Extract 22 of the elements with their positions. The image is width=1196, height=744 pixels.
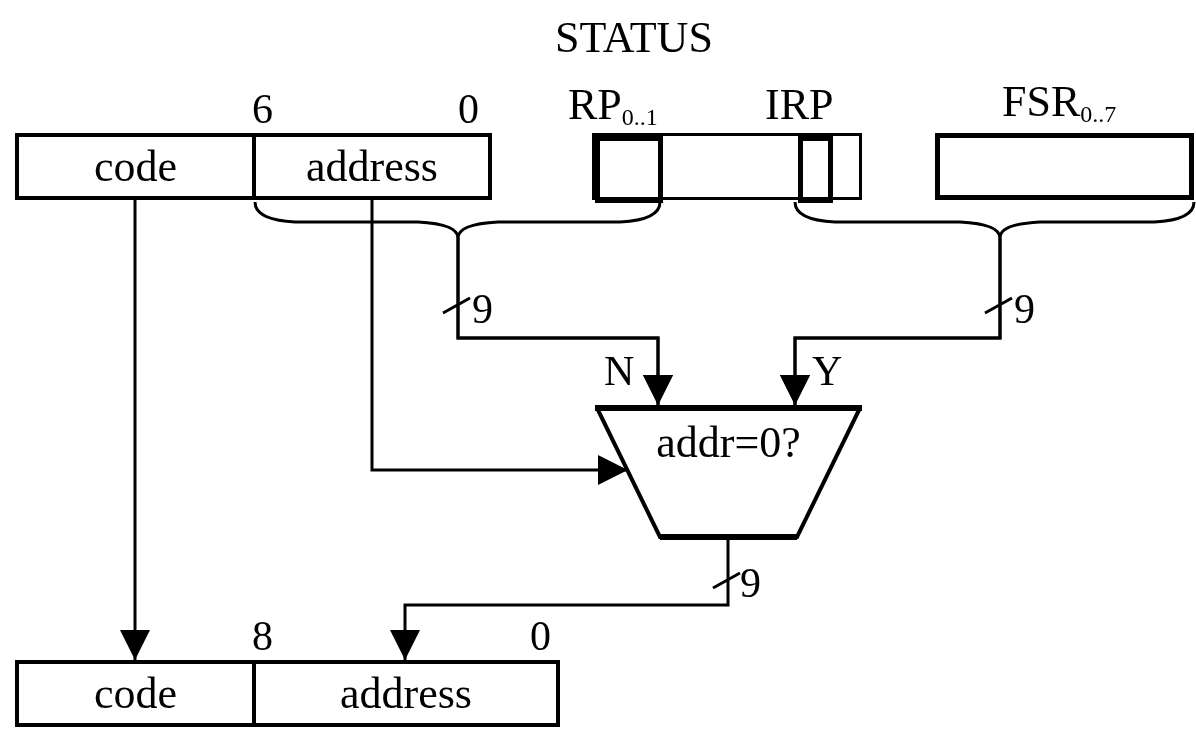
register-label: STATUS: [555, 16, 713, 60]
field-label: code: [93, 144, 178, 189]
input-label: N: [604, 350, 635, 392]
register-label: FSR$_{0..7}$: [1002, 80, 1117, 126]
brace-bus-arrow: [780, 201, 1196, 405]
bit-number: 6: [252, 88, 273, 130]
field-label: address: [306, 144, 438, 189]
bit-number: 0: [458, 88, 479, 130]
register-label: IRP: [765, 83, 834, 127]
bus-width-label: 9: [472, 288, 493, 330]
bus-width-label: 9: [740, 562, 761, 604]
arrow: [390, 540, 730, 660]
bit-number: 0: [530, 615, 551, 657]
field-label: code: [93, 671, 178, 716]
register-label: RP$_{0..1}$: [568, 83, 658, 129]
field-label: address: [340, 671, 472, 716]
input-label: Y: [812, 350, 843, 392]
arrow: [120, 200, 150, 660]
condition-label: addr=0?: [655, 421, 802, 465]
multiplexer: [595, 405, 862, 540]
bus-width-label: 9: [1014, 288, 1035, 330]
bit-number: 8: [252, 615, 273, 657]
